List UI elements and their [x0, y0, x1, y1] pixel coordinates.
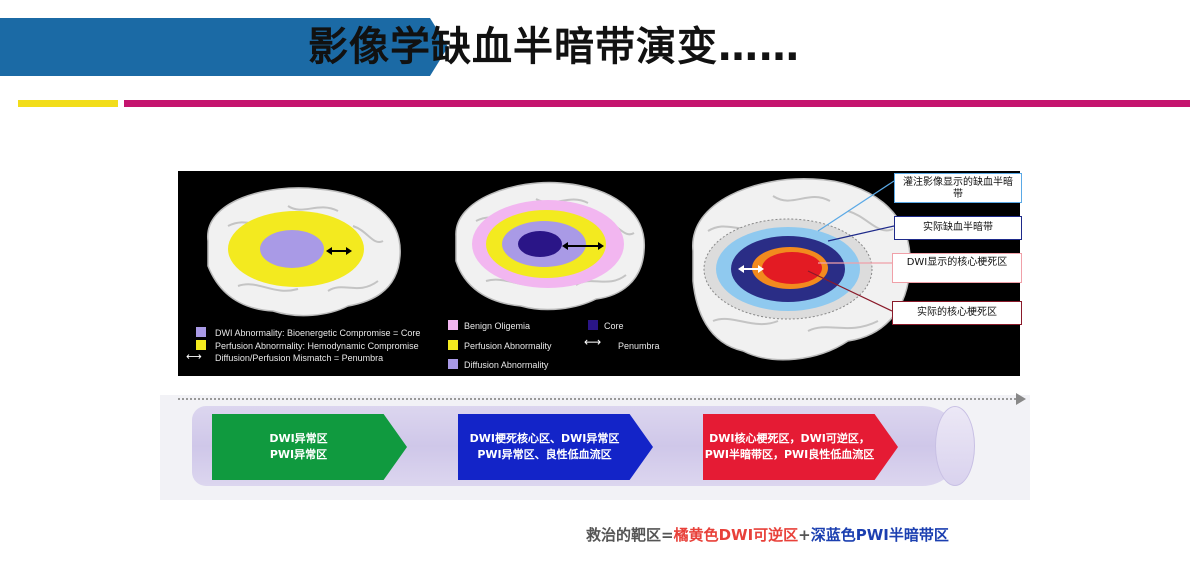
double-arrow-icon: ⟷ [584, 335, 602, 349]
stage-3-line1: DWI核心梗死区，DWI可逆区， [709, 432, 870, 445]
stage-2-arrow: DWI梗死核心区、DWI异常区 PWI异常区、良性低血流区 [458, 414, 653, 480]
conclusion-blue: 深蓝色PWI半暗带区 [810, 526, 949, 544]
callout-perfusion-penumbra: 灌注影像显示的缺血半暗带 [894, 173, 1022, 203]
legend-text: Diffusion Abnormality [464, 360, 549, 370]
timeline-tube-end [935, 406, 975, 486]
stage-3-line2: PWI半暗带区，PWI良性低血流区 [704, 448, 875, 461]
brain-illustration-1 [207, 187, 401, 317]
legend-text: Penumbra [618, 341, 660, 351]
stage-3-arrow: DWI核心梗死区，DWI可逆区， PWI半暗带区，PWI良性低血流区 [703, 414, 898, 480]
conclusion-plus: + [798, 526, 811, 544]
legend-text: Perfusion Abnormality: Hemodynamic Compr… [215, 341, 419, 351]
legend-swatch [196, 340, 206, 350]
panel-1: DWI Abnormality: Bioenergetic Compromise… [178, 171, 433, 376]
timeline-dotted-arrow [178, 398, 1020, 400]
legend-text: Perfusion Abnormality [464, 341, 552, 351]
conclusion-prefix: 救治的靶区= [586, 526, 674, 544]
panel-3: 灌注影像显示的缺血半暗带 实际缺血半暗带 DWI显示的核心梗死区 实际的核心梗死… [678, 171, 1022, 376]
conclusion-orange: 橘黄色DWI可逆区 [673, 526, 799, 544]
arrow-head-icon [1016, 393, 1026, 405]
callout-actual-core: 实际的核心梗死区 [892, 301, 1022, 325]
brain-illustration-2 [455, 181, 645, 311]
legend-text: Benign Oligemia [464, 321, 531, 331]
brain-illustration-3 [692, 178, 911, 361]
accent-line-magenta [124, 100, 1190, 107]
legend-swatch [448, 340, 458, 350]
stage-1-line2: PWI异常区 [269, 448, 328, 461]
legend-swatch [196, 327, 206, 337]
legend-swatch [448, 320, 458, 330]
stage-1-arrow: DWI异常区 PWI异常区 [212, 414, 407, 480]
callout-dwi-core: DWI显示的核心梗死区 [892, 253, 1022, 283]
actual-core-zone [762, 252, 822, 284]
title-bar-decoration [0, 18, 448, 76]
legend-swatch [588, 320, 598, 330]
legend-text: Diffusion/Perfusion Mismatch = Penumbra [215, 353, 384, 363]
core-zone-1 [260, 230, 324, 268]
stage-2-line2: PWI异常区、良性低血流区 [477, 448, 612, 461]
stage-1-line1: DWI异常区 [269, 432, 328, 445]
accent-line-yellow [18, 100, 118, 107]
core-zone-2 [518, 231, 562, 257]
slide-title: 影像学缺血半暗带演变…… [308, 24, 800, 70]
panel-2: Benign Oligemia Perfusion Abnormality Di… [436, 171, 676, 376]
legend-text: DWI Abnormality: Bioenergetic Compromise… [215, 328, 421, 338]
legend-swatch [448, 359, 458, 369]
conclusion-text: 救治的靶区=橘黄色DWI可逆区+深蓝色PWI半暗带区 [586, 524, 949, 545]
callout-actual-penumbra: 实际缺血半暗带 [894, 216, 1022, 240]
stage-2-line1: DWI梗死核心区、DWI异常区 [469, 432, 620, 445]
brain-penumbra-figure: DWI Abnormality: Bioenergetic Compromise… [178, 171, 1022, 376]
double-arrow-icon: ⟷ [186, 350, 202, 363]
legend-text: Core [604, 321, 624, 331]
